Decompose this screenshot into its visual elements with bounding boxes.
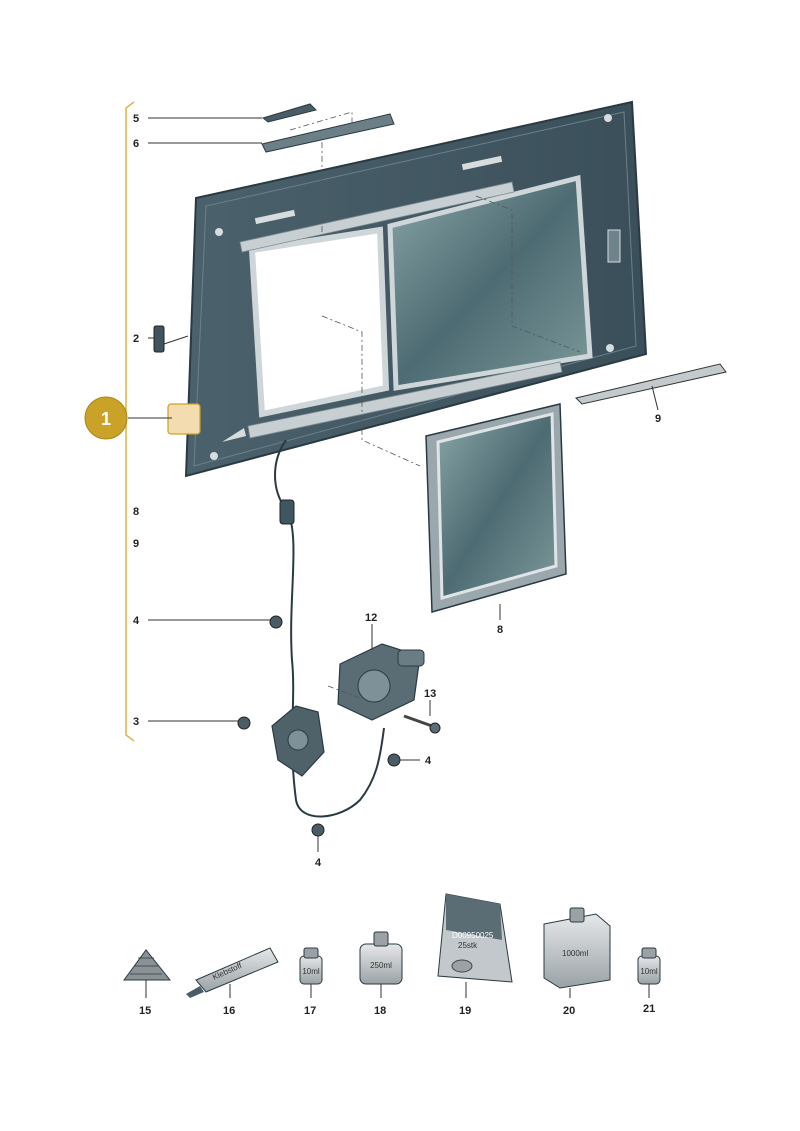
glue-tube-icon: Klebstoff: [186, 947, 279, 998]
can-label: 250ml: [370, 961, 392, 970]
label-8-glass: 8: [497, 624, 503, 636]
label-4-right: 4: [425, 755, 432, 767]
label-12: 12: [365, 612, 377, 624]
label-15: 15: [139, 1005, 151, 1017]
small-bottle-icon: 10ml: [299, 947, 323, 998]
regulator-assembly: [271, 705, 325, 777]
label-20: 20: [563, 1005, 575, 1017]
canister-icon: 1000ml: [543, 907, 611, 998]
callout-1[interactable]: 1: [84, 396, 128, 440]
label-3: 3: [133, 716, 139, 728]
leader-2b: [163, 335, 189, 345]
part-5-cover: [261, 103, 317, 123]
assembly-line-4: [475, 195, 581, 353]
glass-pane-8: [425, 403, 567, 613]
part-2-stop: [153, 325, 165, 353]
assembly-line-5: [327, 685, 361, 699]
label-17: 17: [304, 1005, 316, 1017]
label-6: 6: [133, 138, 139, 150]
cone-seal-icon: [123, 949, 172, 998]
label-16: 16: [223, 1005, 235, 1017]
leader-9: [651, 385, 659, 411]
part-6-strip: [261, 113, 395, 153]
label-4-bottom: 4: [315, 857, 322, 869]
clip-4-bottom: [311, 823, 325, 837]
label-8-left: 8: [133, 506, 139, 518]
callout-1-number: 1: [101, 409, 111, 429]
assembly-line-3: [321, 315, 421, 467]
label-9-left: 9: [133, 538, 139, 550]
small-bottle-icon: 10ml: [637, 947, 661, 998]
part-9-rail: [575, 363, 727, 405]
label-5: 5: [133, 113, 139, 125]
motor-12: [337, 643, 425, 721]
label-2: 2: [133, 333, 139, 345]
label-19: 19: [459, 1005, 471, 1017]
can-icon: 250ml: [359, 931, 403, 998]
bottle-17-label: 10ml: [302, 967, 320, 976]
clip-3: [237, 716, 251, 730]
bag-count: 25stk: [458, 941, 478, 950]
highlighted-part: [167, 403, 201, 435]
window-panel: [184, 100, 648, 478]
bottle-21-label: 10ml: [640, 967, 658, 976]
label-21: 21: [643, 1003, 655, 1015]
bag-icon: D00950025 25stk: [437, 893, 513, 998]
label-18: 18: [374, 1005, 386, 1017]
canister-label: 1000ml: [562, 949, 588, 958]
clip-4-right: [387, 753, 401, 767]
assembly-line-1: [289, 111, 353, 131]
screw-13: [403, 714, 441, 734]
cable-connector: [279, 499, 295, 525]
label-13: 13: [424, 688, 436, 700]
label-9-panel: 9: [655, 413, 661, 425]
label-4-left: 4: [133, 615, 140, 627]
clip-4-left: [269, 615, 283, 629]
bag-code: D00950025: [452, 931, 494, 940]
